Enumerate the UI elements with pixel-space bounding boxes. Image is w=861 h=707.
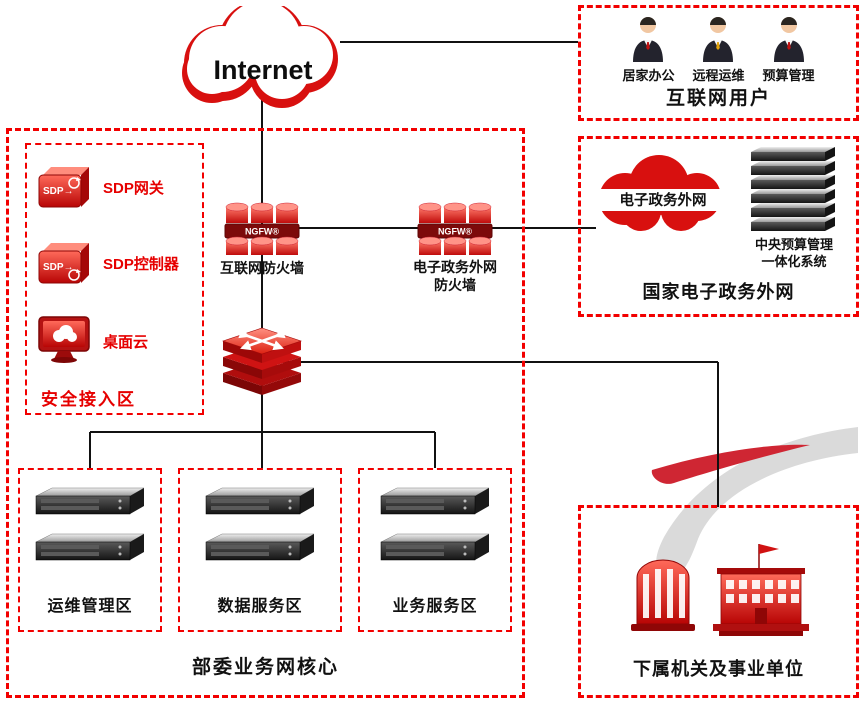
users-row: 居家办公 远程运维: [581, 15, 856, 84]
secure-zone-box: SDP→ SDP网关 SDP→ SDP控制器 桌面云 安全接入区: [25, 143, 204, 415]
internet-users-title: 互联网用户: [665, 88, 771, 109]
sdp-controller-label: SDP控制器: [103, 256, 179, 273]
user-label: 居家办公: [622, 68, 675, 83]
desktop-cloud-label: 桌面云: [103, 334, 149, 351]
person-icon: [773, 17, 804, 62]
user-remote-ops: 远程运维: [692, 15, 745, 84]
person-icon: [703, 17, 734, 62]
internet-label: Internet: [213, 55, 313, 86]
egov-title: 国家电子政务外网: [642, 282, 795, 302]
core-switch-icon: [222, 327, 302, 395]
secure-zone-title: 安全接入区: [41, 390, 136, 409]
branch-title: 下属机关及事业单位: [633, 659, 804, 679]
desktop-cloud-icon: [38, 316, 90, 363]
user-label: 预算管理: [762, 68, 815, 83]
egov-box: 电子政务外网 中央预算管理 一体化系统 国家电子政务外网: [578, 136, 859, 317]
zone-business-box: 业务服务区: [358, 468, 512, 632]
server-icon: [205, 487, 315, 515]
egov-cloud-label: 电子政务外网: [620, 191, 707, 209]
internet-users-box: 居家办公 远程运维: [578, 5, 859, 121]
zone-ops-box: 运维管理区: [18, 468, 162, 632]
egov-cloud-icon: 电子政务外网: [587, 155, 739, 231]
server-icon: [380, 533, 490, 561]
user-label: 远程运维: [692, 68, 745, 83]
core-box: 部委业务网核心: [6, 128, 525, 698]
user-budget-mgmt: 预算管理: [763, 15, 815, 84]
internet-firewall-icon: NGFW®: [224, 202, 300, 255]
core-title: 部委业务网核心: [191, 657, 339, 678]
sparkle-icon: [310, 90, 330, 110]
internet-firewall-label: 互联网防火墙: [220, 260, 304, 276]
egov-firewall-icon: NGFW®: [417, 202, 493, 255]
rack-icon: [751, 147, 835, 231]
zone-data-label: 数据服务区: [217, 598, 303, 615]
internet-cloud: Internet: [168, 0, 358, 118]
user-home-office: 居家办公: [622, 15, 674, 84]
person-icon: [633, 17, 664, 62]
firewall-badge: NGFW®: [245, 227, 279, 237]
cloud-icon: [182, 0, 338, 110]
zone-ops-label: 运维管理区: [47, 598, 133, 615]
sdp-icon-text: SDP→: [43, 186, 74, 197]
zone-data-box: 数据服务区: [178, 468, 342, 632]
buildings-icon: [631, 544, 809, 636]
branch-box: 下属机关及事业单位: [578, 505, 859, 698]
sdp-gateway-icon: SDP→: [38, 167, 89, 208]
sdp-gateway-label: SDP网关: [103, 180, 164, 197]
zone-business-label: 业务服务区: [392, 598, 478, 615]
server-icon: [205, 533, 315, 561]
system-label: 中央预算管理 一体化系统: [754, 237, 833, 269]
sdp-icon-text: SDP→: [43, 262, 74, 273]
server-icon: [380, 487, 490, 515]
egov-firewall-label: 电子政务外网 防火墙: [413, 259, 497, 294]
server-icon: [35, 533, 145, 561]
firewall-badge: NGFW®: [438, 227, 472, 237]
server-icon: [35, 487, 145, 515]
sdp-controller-icon: SDP→: [38, 243, 89, 284]
